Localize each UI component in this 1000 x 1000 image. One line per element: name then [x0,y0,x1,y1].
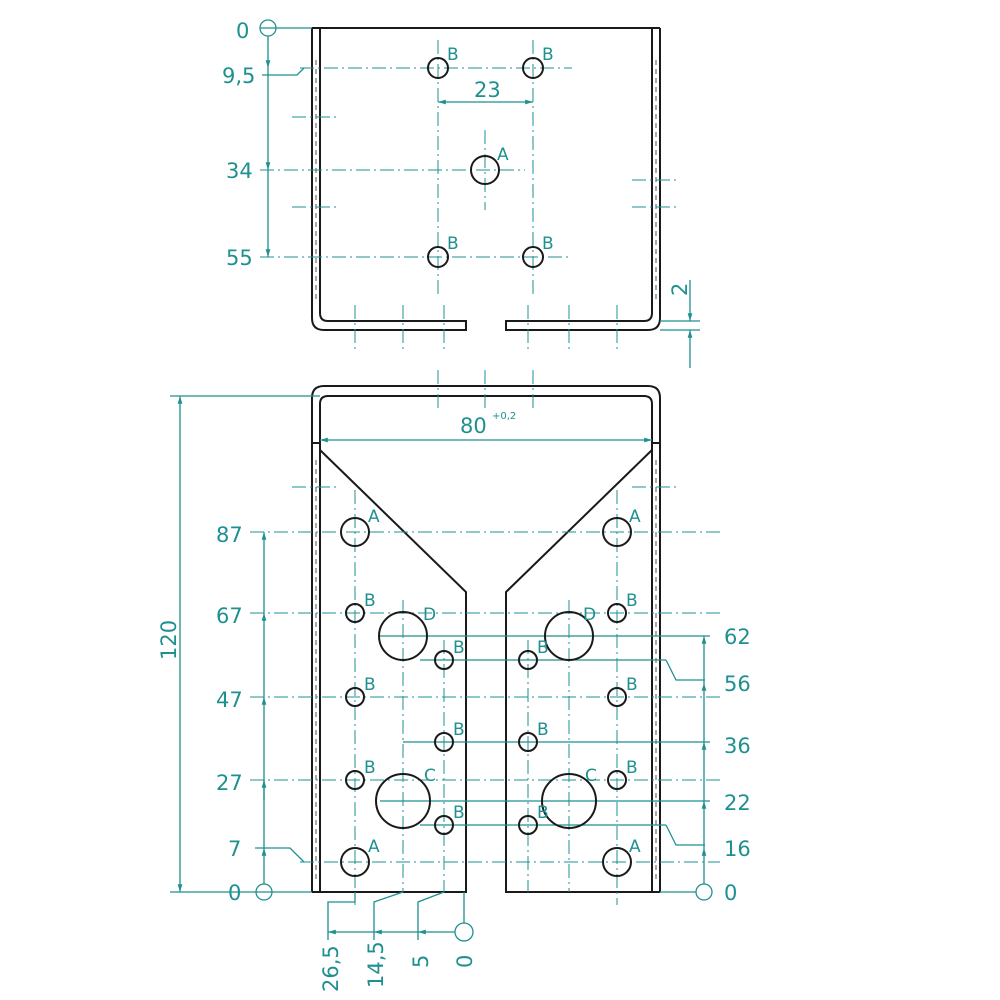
holes-right [518,517,632,877]
top-plate-outline [311,27,661,331]
hole-label: B [626,758,638,778]
hole-b [518,650,538,670]
hole-c [375,773,431,829]
hole-b [607,687,627,707]
hole-label: A [629,837,641,857]
hole-label: B [542,45,554,65]
hole-b [522,246,544,268]
hole-b [345,687,365,707]
dim-label: 0 [228,881,241,905]
hole-d [378,611,428,661]
hole-label: A [368,507,380,527]
hole-c [541,773,597,829]
top-view: B B A B B 0 9,5 34 55 23 2 [222,19,700,368]
hole-label: C [585,766,597,786]
dim-label: 14,5 [364,941,388,988]
dim-label: 23 [474,78,501,102]
dim-label: 47 [216,688,243,712]
dim-label: 5 [409,955,433,968]
hole-d [544,611,594,661]
front-outline [311,385,661,893]
hole-a [340,847,370,877]
dim-label: 9,5 [222,64,255,88]
dim-label: 0 [453,955,477,968]
dim-label: 0 [236,19,249,43]
hole-label: A [368,837,380,857]
dim-label: 56 [724,672,751,696]
hole-label: B [447,45,459,65]
dim-label: 22 [724,791,751,815]
hole-b [522,57,544,79]
hole-label: B [542,234,554,254]
hole-a [340,517,370,547]
dim-label: 27 [216,771,243,795]
hole-b [434,650,454,670]
hole-label: D [423,605,436,625]
hole-label: B [537,638,549,658]
dim-label: 67 [216,604,243,628]
hole-a [470,155,500,185]
datum-origin-icon [454,922,474,942]
hole-label: B [453,803,465,823]
hole-label: B [626,675,638,695]
dim-label: 2 [668,283,692,296]
hole-label: B [364,591,376,611]
hole-label: B [447,234,459,254]
dim-label: 0 [724,881,737,905]
dim-label: 26,5 [319,945,343,992]
hole-b [434,732,454,752]
dim-label: 7 [228,837,241,861]
hole-label: B [626,591,638,611]
hole-b [345,603,365,623]
hole-label: A [629,507,641,527]
front-view: 80 +0,2 [157,370,751,992]
ordinate-dim-bottom [327,891,465,940]
hole-label: D [583,605,596,625]
hole-b [427,57,449,79]
datum-origin-icon [695,883,713,901]
dim-label: 80 [460,414,487,438]
hole-label: B [453,638,465,658]
dim-label: 36 [724,734,751,758]
dim-label: 55 [226,246,253,270]
hole-a [602,517,632,547]
hole-label: B [364,758,376,778]
hole-label: A [497,145,509,165]
dim-label: 16 [724,837,751,861]
hole-b [607,770,627,790]
hole-a [602,847,632,877]
dim-label: 87 [216,523,243,547]
hole-label: C [424,766,436,786]
hole-label: B [364,675,376,695]
hole-b [345,770,365,790]
tolerance-label: +0,2 [492,411,516,422]
hole-label: B [537,720,549,740]
hole-b [518,732,538,752]
holes-left [340,517,454,877]
leader-line [262,67,305,76]
hole-b [434,815,454,835]
dim-label: 34 [226,159,253,183]
ordinate-dim-left [255,532,305,884]
hole-b [427,246,449,268]
dim-label: 62 [724,625,751,649]
hole-b [518,815,538,835]
hole-b [607,603,627,623]
dim-label: 120 [157,620,181,660]
hole-label: B [537,803,549,823]
ordinate-dim-right [660,636,707,893]
hole-label: B [453,720,465,740]
